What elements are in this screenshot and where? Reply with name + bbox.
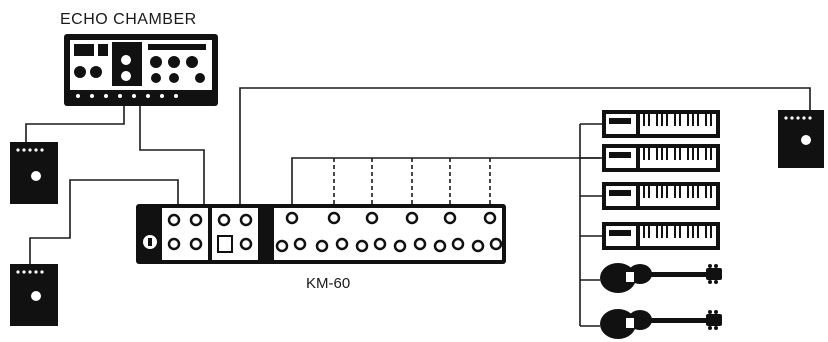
cable-mixer-to-speaker-3 [239, 87, 811, 204]
echo-chamber-label: ECHO CHAMBER [60, 11, 197, 28]
cable-network [25, 87, 811, 327]
keyboard-4 [602, 222, 720, 250]
speaker-2 [10, 264, 58, 326]
cable-channel-bus [291, 157, 600, 204]
cable-echo-to-speaker-1 [25, 106, 125, 142]
mixer-label: KM-60 [306, 275, 350, 292]
keyboard-2 [602, 144, 720, 172]
speaker-1 [10, 142, 58, 204]
mixer-km60 [136, 204, 506, 264]
keyboard-3 [602, 182, 720, 210]
channel-3 [355, 211, 387, 253]
guitar-1 [600, 263, 722, 293]
channel-2 [315, 211, 349, 253]
cable-echo-to-mixer [139, 106, 205, 204]
cable-speaker-2-to-mixer [29, 179, 179, 264]
keyboard-1 [602, 110, 720, 138]
echo-chamber-unit [64, 34, 218, 106]
speaker-3 [778, 110, 824, 168]
channel-5 [433, 211, 465, 253]
channel-4 [393, 211, 427, 253]
channel-strips [275, 211, 503, 253]
guitar-2 [600, 309, 722, 339]
channel-1 [275, 211, 307, 253]
channel-6 [471, 211, 503, 253]
